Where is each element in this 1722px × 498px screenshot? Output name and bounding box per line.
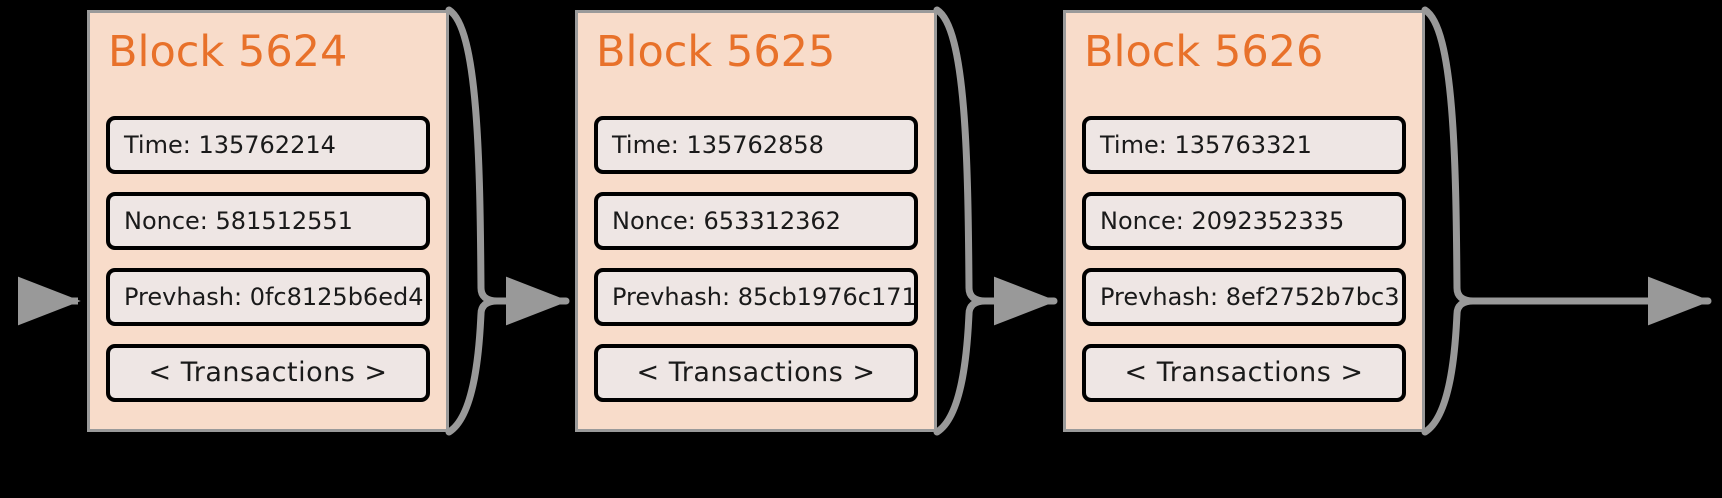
block-fields: Time: 135762858 Nonce: 653312362 Prevhas…	[594, 116, 918, 402]
block-nonce-field: Nonce: 581512551	[106, 192, 430, 250]
block-transactions-button[interactable]: < Transactions >	[106, 344, 430, 402]
block-fields: Time: 135763321 Nonce: 2092352335 Prevha…	[1082, 116, 1406, 402]
block-title: Block 5626	[1084, 27, 1324, 77]
block-fields: Time: 135762214 Nonce: 581512551 Prevhas…	[106, 116, 430, 402]
block-time-field: Time: 135762858	[594, 116, 918, 174]
block-card-5625[interactable]: Block 5625 Time: 135762858 Nonce: 653312…	[575, 10, 937, 432]
block-nonce-field: Nonce: 653312362	[594, 192, 918, 250]
block-title: Block 5625	[596, 27, 836, 77]
block-card-5624[interactable]: Block 5624 Time: 135762214 Nonce: 581512…	[87, 10, 449, 432]
block-transactions-button[interactable]: < Transactions >	[1082, 344, 1406, 402]
block-nonce-field: Nonce: 2092352335	[1082, 192, 1406, 250]
outbound-arrow-from-block-5626	[1421, 6, 1712, 436]
block-time-field: Time: 135763321	[1082, 116, 1406, 174]
block-prevhash-field: Prevhash: 8ef2752b7bc3	[1082, 268, 1406, 326]
block-title: Block 5624	[108, 27, 348, 77]
block-time-field: Time: 135762214	[106, 116, 430, 174]
chain-link-5625-to-5626	[933, 6, 1058, 436]
chain-link-5624-to-5625	[445, 6, 570, 436]
block-prevhash-field: Prevhash: 85cb1976c171	[594, 268, 918, 326]
block-card-5626[interactable]: Block 5626 Time: 135763321 Nonce: 209235…	[1063, 10, 1425, 432]
block-transactions-button[interactable]: < Transactions >	[594, 344, 918, 402]
block-prevhash-field: Prevhash: 0fc8125b6ed4	[106, 268, 430, 326]
